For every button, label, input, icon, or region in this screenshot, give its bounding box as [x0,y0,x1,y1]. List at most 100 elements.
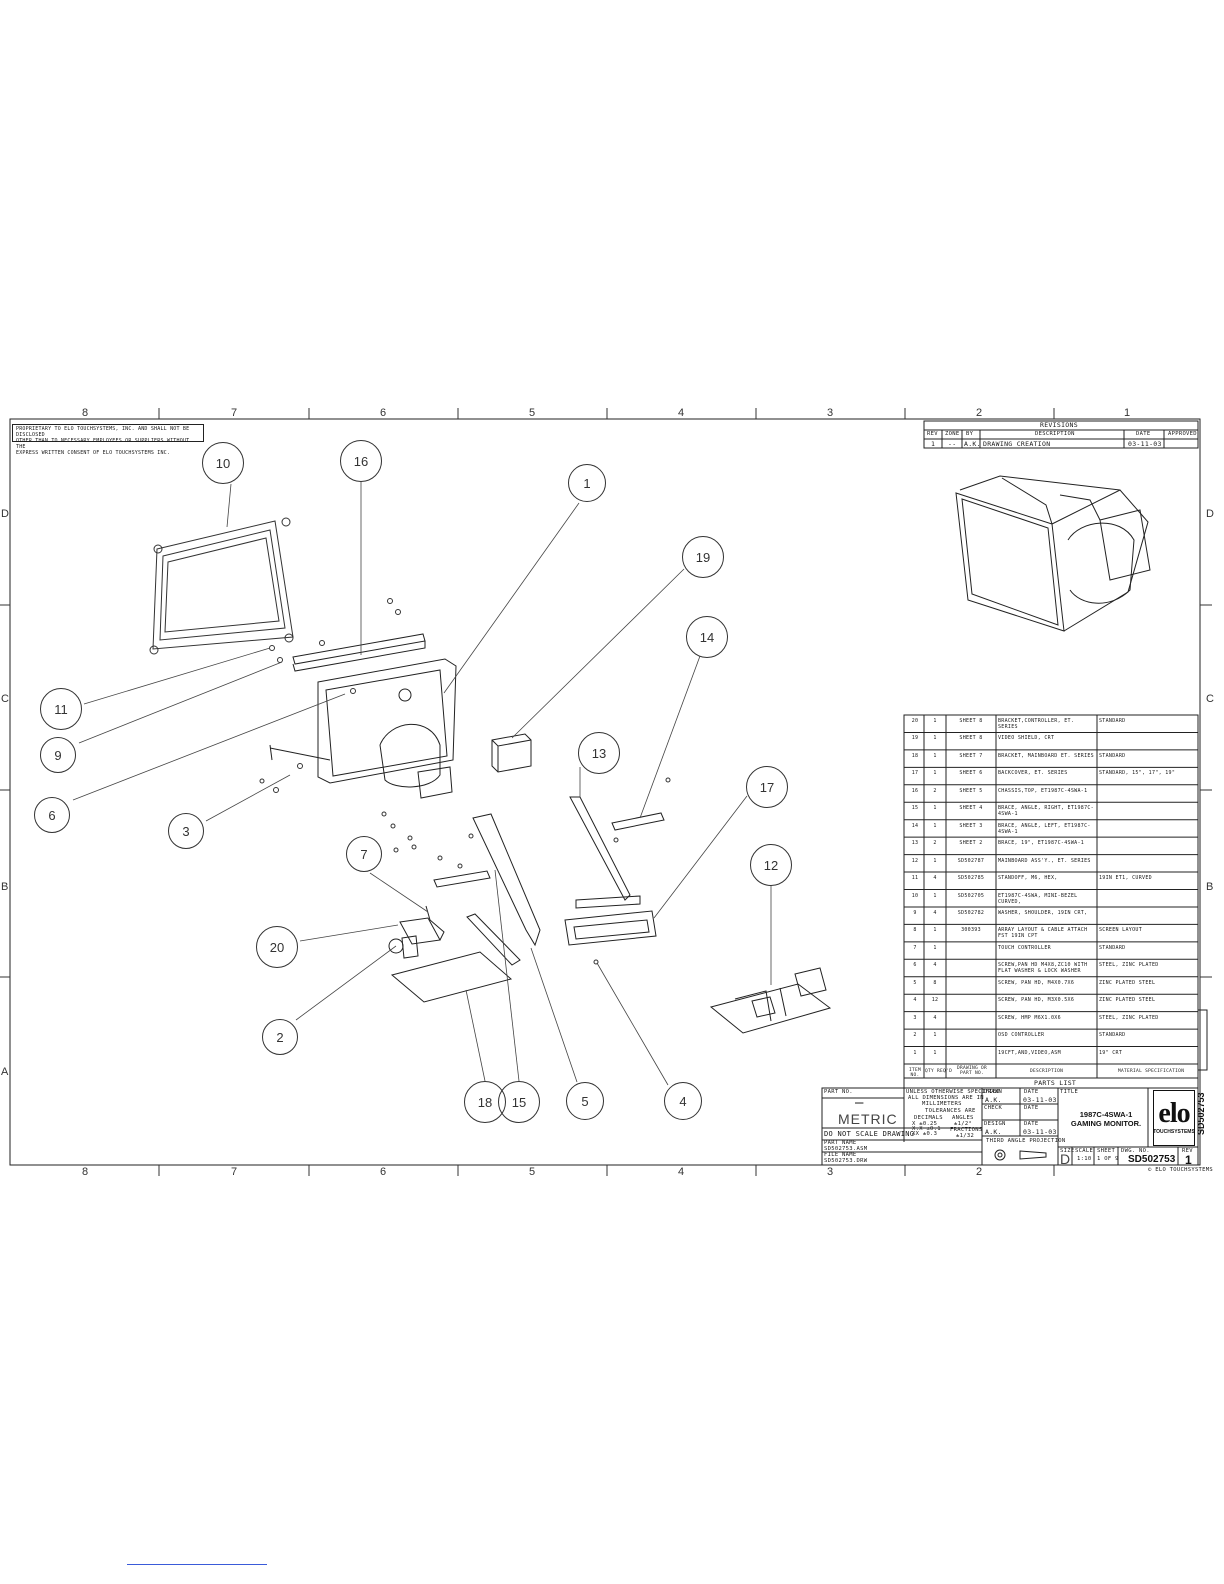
parts-row-14-col-3: BRACE, ANGLE, LEFT, ET1987C-4SWA-1 [998,822,1091,835]
callout-19: 19 [682,536,724,578]
tolerance-note-3: MILLIMETERS [922,1101,962,1107]
parts-row-14-col-2: SHEET 3 [959,822,983,829]
zone-1-top: 1 [1124,407,1131,419]
angles-label: ANGLES [952,1115,974,1121]
zone-6-top: 6 [380,407,387,419]
title-label: TITLE [1060,1089,1079,1095]
parts-row-17-col-1: 1 [933,770,937,777]
parts-row-4-col-1: 12 [931,997,939,1004]
zone-8-top: 8 [82,407,89,419]
parts-row-11-col-1: 4 [933,875,937,882]
drawing-title-line-1: 1987C-4SWA-1 [1079,1110,1133,1119]
parts-row-19-col-0: 19 [911,735,919,742]
callout-15: 15 [498,1081,540,1123]
brace-13-part [569,796,641,909]
parts-row-7-col-0: 7 [913,944,917,951]
parts-row-17-col-3: BACKCOVER, ET. SERIES [998,770,1068,777]
parts-row-18-col-3: BRACKET, MAINBOARD ET. SERIES [998,752,1094,759]
callout-11: 11 [40,688,82,730]
callout-6: 6 [34,797,70,833]
callout-5: 5 [566,1082,604,1120]
scale-value: 1:10 [1077,1156,1092,1162]
parts-header-part: DRAWING OR PART NO. [956,1066,988,1076]
decimals-value-1: X ±0.25 [912,1121,938,1127]
size-label: SIZE [1060,1148,1075,1154]
parts-row-17-col-2: SHEET 6 [959,770,983,777]
revisions-title: REVISIONS [1040,421,1078,429]
parts-row-10-col-1: 1 [933,892,937,899]
sheet-label: SHEET [1097,1148,1116,1154]
callout-12: 12 [750,844,792,886]
parts-row-11-col-3: STANDOFF, M6, HEX, [998,875,1058,882]
zone-2-top: 2 [976,407,983,419]
title-block-lines [821,1009,1208,1166]
brace-right-part [472,813,541,947]
parts-row-5-col-4: ZINC PLATED STEEL [1099,979,1156,986]
zone-5-bottom: 5 [529,1166,536,1178]
zone-4-bottom: 4 [678,1166,685,1178]
parts-row-19-col-1: 1 [933,735,937,742]
callout-14: 14 [686,616,728,658]
parts-row-1-col-3: 19CFT,AND,VIDEO,ASM [998,1049,1061,1056]
zone-b-left: B [1,881,9,893]
zone-4-top: 4 [678,407,685,419]
parts-row-5-col-0: 5 [913,979,917,986]
parts-row-5-col-3: SCREW, PAN HD, M4X0.7X6 [998,979,1075,986]
parts-row-16-col-2: SHEET 5 [959,787,983,794]
backcover-part [564,910,657,946]
parts-row-6-col-4: STEEL, ZINC PLATED [1099,962,1159,969]
check-date-label: DATE [1024,1105,1039,1111]
rev-header-description: DESCRIPTION [1035,431,1075,437]
rev-row-zone: -- [948,440,957,448]
parts-header-description: DESCRIPTION [1030,1069,1064,1074]
parts-row-20-col-3: BRACKET,CONTROLLER, ET. SERIES [998,718,1075,730]
parts-row-20-col-4: STANDARD [1099,718,1126,724]
no-scale-note: DO NOT SCALE DRAWING [824,1130,915,1138]
dwg-number: SD502753 [1128,1154,1176,1165]
angles-value: ±1/2° [954,1121,973,1127]
iso-assembly-view [955,475,1151,632]
parts-row-4-col-0: 4 [913,997,917,1004]
parts-row-13-col-3: BRACE, 19", ET1987C-4SWA-1 [998,840,1085,847]
parts-row-18-col-2: SHEET 7 [959,752,983,759]
parts-row-4-col-3: SCREW, PAN HD, M3X0.5X6 [998,997,1075,1004]
zone-5-top: 5 [529,407,536,419]
logo-word: elo [1158,1098,1190,1129]
parts-row-3-col-4: STEEL, ZINC PLATED [1099,1014,1159,1021]
rev-header-by: BY [966,431,974,437]
fractions-value: ±1/32 [956,1133,975,1139]
parts-row-8-col-1: 1 [933,927,937,934]
elo-logo: elo TOUCHSYSTEMS [1153,1090,1195,1146]
file-name-value: SD502753.DRW [824,1158,868,1164]
callout-10: 10 [202,442,244,484]
parts-row-11-col-2: SD502785 [957,875,985,882]
zone-d-right: D [1206,508,1214,520]
part-no-label: PART NO. [824,1089,853,1095]
tolerance-note-2: ALL DIMENSIONS ARE IN [908,1095,984,1101]
parts-row-14-col-0: 14 [911,822,919,829]
parts-row-2-col-4: STANDARD [1099,1032,1126,1039]
decimals-value-3: XX ±0.3 [912,1131,938,1137]
rev-header-approved: APPROVED [1168,431,1197,437]
fractions-label: FRACTIONS [950,1127,983,1133]
parts-row-6-col-0: 6 [913,962,917,969]
tolerances-label: TOLERANCES ARE [925,1108,976,1114]
mainboard-part [709,967,832,1034]
design-date: 03-11-03 [1023,1128,1057,1136]
decimals-label: DECIMALS [914,1115,943,1121]
rev-label: REV [1182,1148,1193,1154]
parts-row-14-col-1: 1 [933,822,937,829]
callout-2: 2 [262,1019,298,1055]
parts-row-6-col-1: 4 [933,962,937,969]
drawing-title-line-2: GAMING MONITOR. [1070,1119,1142,1128]
rev-row-rev: 1 [931,440,936,448]
parts-row-1-col-1: 1 [933,1049,937,1056]
zone-c-right: C [1206,693,1214,705]
video-shield-part [491,733,532,773]
callout-17: 17 [746,766,788,808]
callout-1: 1 [568,464,606,502]
parts-row-10-col-0: 10 [911,892,919,899]
parts-row-17-col-0: 17 [911,770,919,777]
parts-row-3-col-3: SCREW, HMP M6X1.0X6 [998,1014,1061,1021]
